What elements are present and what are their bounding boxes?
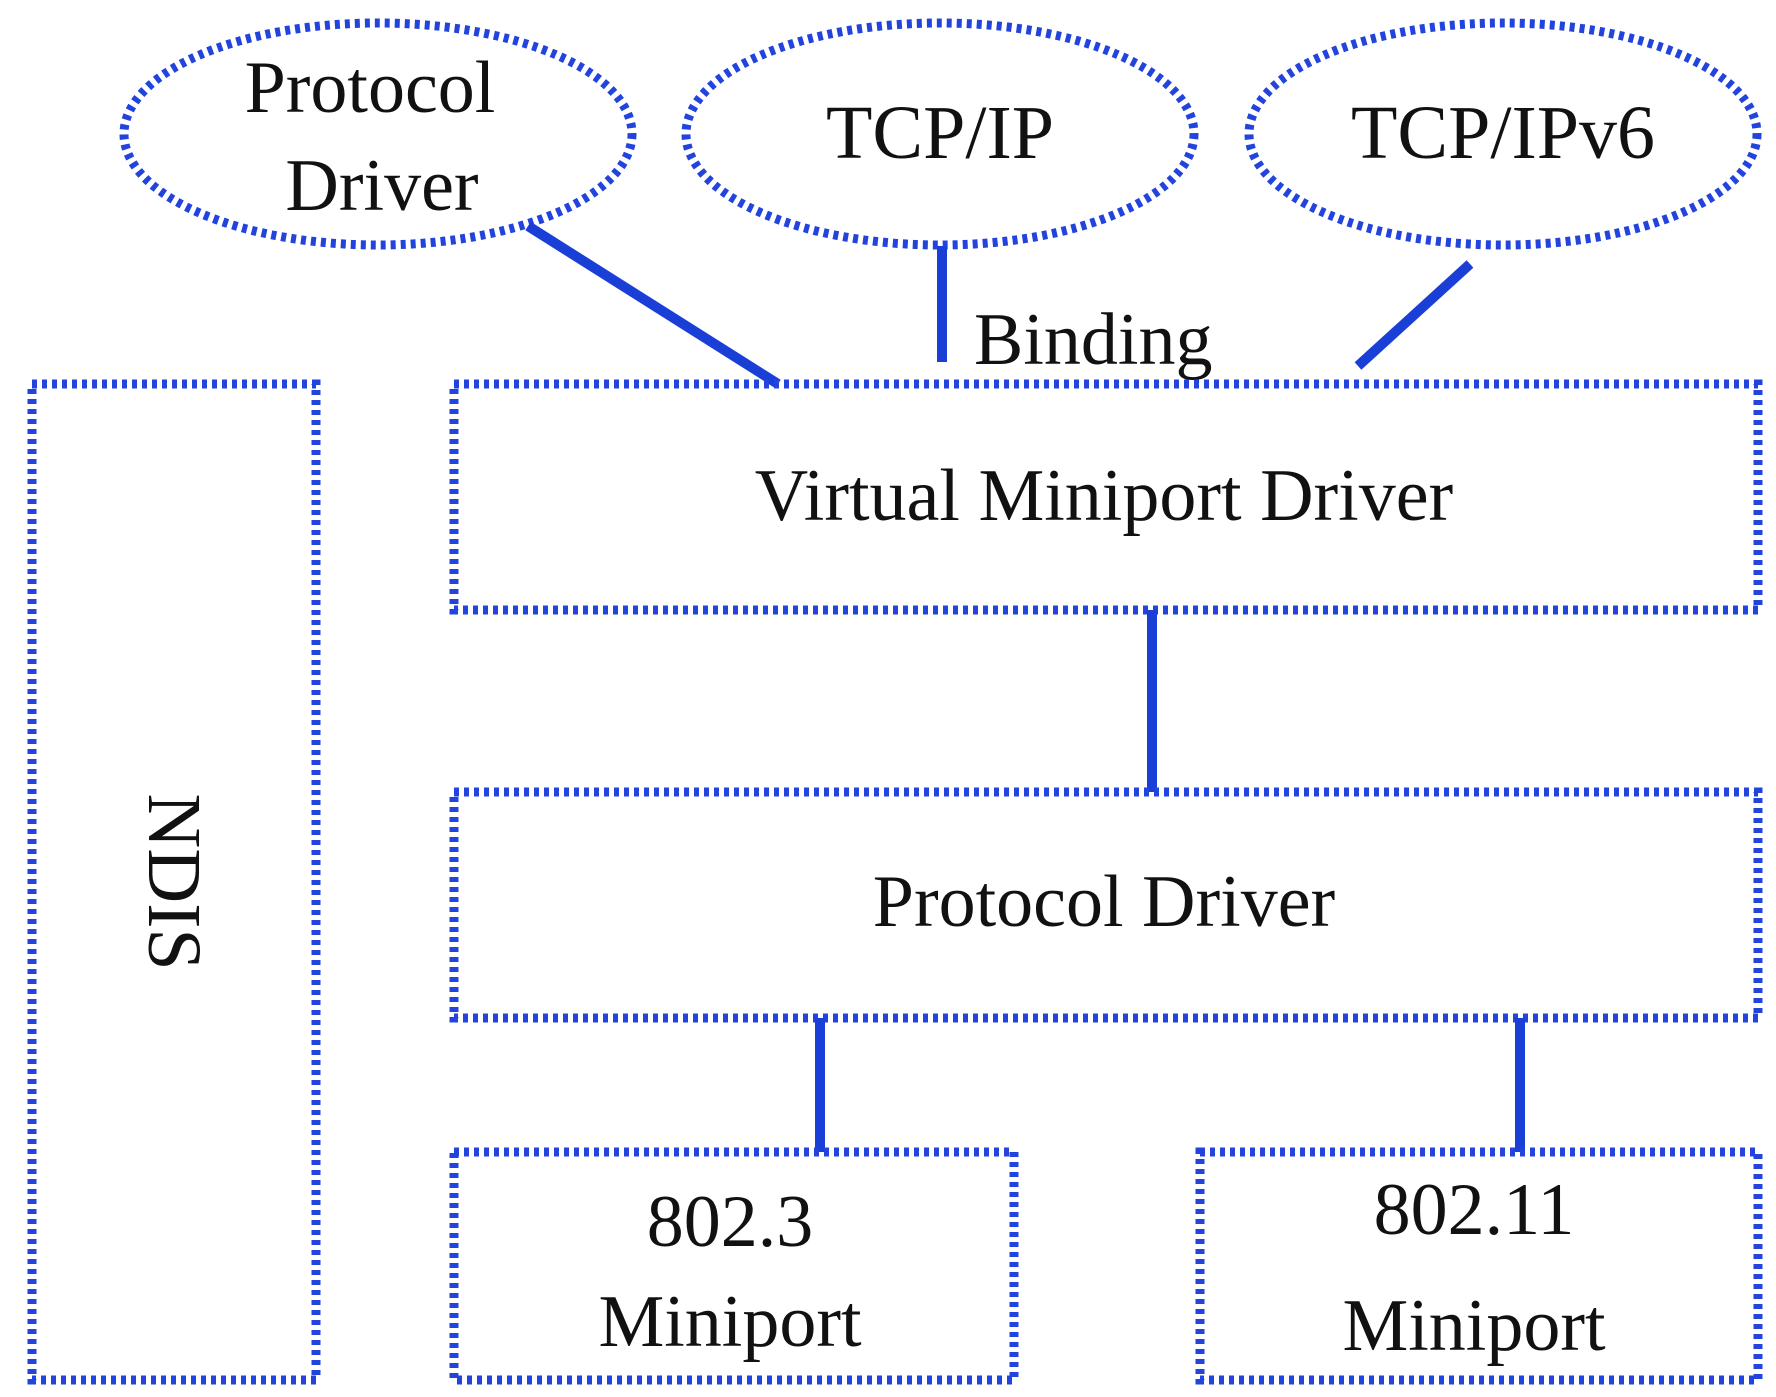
oval-tcpipv6-label: TCP/IPv6	[1351, 91, 1655, 175]
box-80211-miniport: 802.11 Miniport	[1195, 1147, 1763, 1385]
box-80211-line2: Miniport	[1342, 1285, 1606, 1367]
box-ndis: NDIS	[27, 379, 321, 1385]
oval-protocol-driver-line1: Protocol	[245, 47, 496, 129]
box-8023-line2: Miniport	[598, 1281, 862, 1363]
oval-tcpip: TCP/IP	[681, 18, 1199, 250]
connector-tcpipv6-to-virtual-miniport	[1354, 260, 1474, 370]
box-virtual-miniport-driver: Virtual Miniport Driver	[449, 379, 1763, 615]
oval-protocol-driver-line2: Driver	[285, 145, 478, 227]
box-80211-line1: 802.11	[1374, 1169, 1575, 1251]
box-protocol-driver-label: Protocol Driver	[873, 861, 1335, 943]
box-ndis-label: NDIS	[132, 793, 216, 970]
box-8023-miniport: 802.3 Miniport	[449, 1147, 1019, 1385]
box-virtual-miniport-driver-label: Virtual Miniport Driver	[755, 455, 1453, 537]
oval-protocol-driver: Protocol Driver	[119, 18, 637, 250]
box-protocol-driver: Protocol Driver	[449, 787, 1763, 1023]
oval-tcpipv6: TCP/IPv6	[1244, 18, 1762, 250]
oval-tcpip-label: TCP/IP	[826, 91, 1054, 175]
connector-protocol-oval-to-virtual-miniport	[525, 221, 781, 389]
binding-label: Binding	[974, 299, 1212, 381]
box-8023-line1: 802.3	[647, 1181, 814, 1263]
